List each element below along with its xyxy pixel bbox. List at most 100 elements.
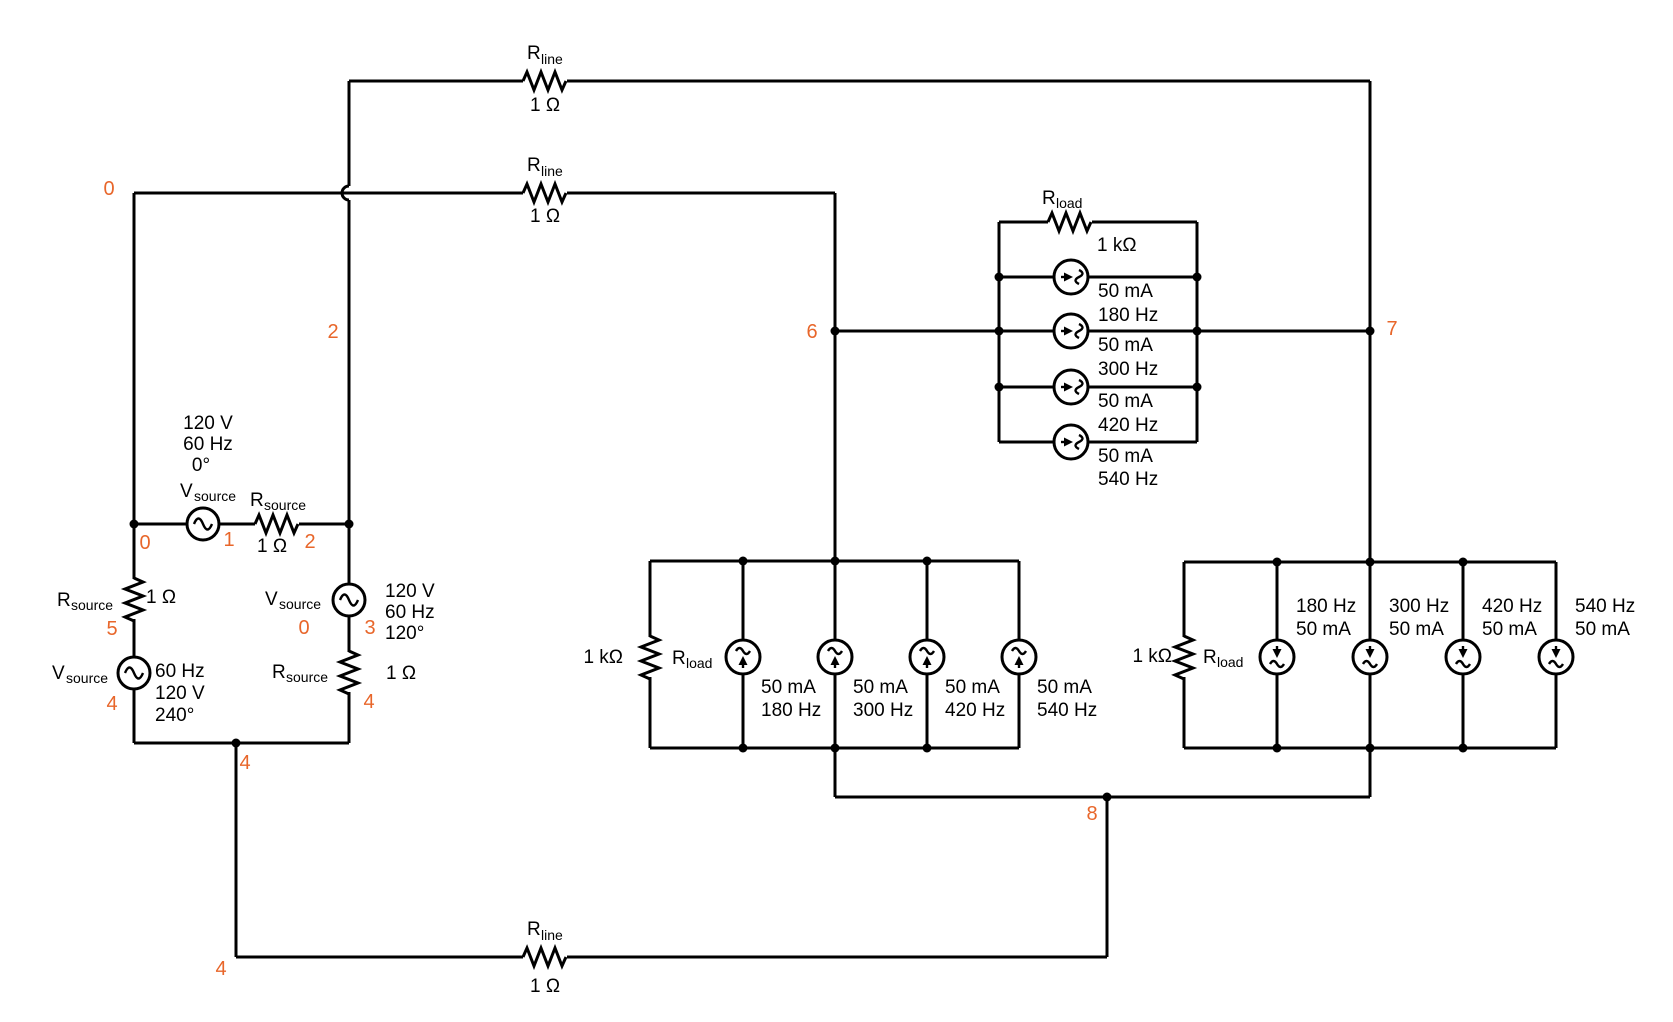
cs-mid-420-freq: 420 Hz [945, 700, 1005, 721]
phase-c-rsource-value: 1 Ω [146, 587, 176, 608]
phase-b-frequency: 60 Hz [385, 602, 435, 623]
node-4-junction: 4 [239, 752, 250, 774]
cs-right-540-current: 50 mA [1575, 619, 1630, 640]
r-source-phase-b-resistor [335, 649, 363, 696]
node-3: 3 [364, 617, 375, 639]
v-source-phase-a-icon [185, 506, 221, 542]
rload-top-sub: load [1056, 195, 1082, 211]
cs-right-300-freq: 300 Hz [1389, 596, 1449, 617]
phase-c-rsource-sub: source [71, 597, 113, 613]
cs-right-180-current: 50 mA [1296, 619, 1351, 640]
node-0-right: 0 [298, 617, 309, 639]
cs-mid-180-current: 50 mA [761, 677, 816, 698]
current-source-up-arrow-icons [724, 638, 1038, 676]
r-source-phase-a-resistor [253, 510, 300, 538]
phase-b-rsource-label: R [272, 662, 286, 683]
node-4-left: 4 [106, 693, 117, 715]
node-6: 6 [806, 321, 817, 343]
v-source-phase-b-icon [331, 582, 367, 618]
rload-right-sub: load [1217, 654, 1243, 670]
phase-c-rsource-label: R [57, 590, 71, 611]
r-line-bottom-label: R [527, 919, 541, 940]
v-source-phase-c-icon [116, 655, 152, 691]
node-1-branch: 1 [223, 529, 234, 551]
wires [132, 79, 1372, 959]
phase-a-vsource-sub: source [194, 488, 236, 504]
node-2-branch: 2 [304, 531, 315, 553]
r-line-mid-resistor [521, 179, 568, 207]
phase-b-vsource-label: V [265, 589, 278, 610]
phase-a-rsource-label: R [250, 490, 264, 511]
r-line-bottom-sub: line [541, 927, 563, 943]
wire-hop-crossover [340, 184, 350, 202]
rload-mid-sub: load [686, 655, 712, 671]
node-0-topleft: 0 [103, 178, 114, 200]
rload-mid-value: 1 kΩ [583, 647, 623, 668]
cs-top-540-freq: 540 Hz [1098, 469, 1158, 490]
cs-right-540-freq: 540 Hz [1575, 596, 1635, 617]
phase-b-rsource-value: 1 Ω [386, 663, 416, 684]
cs-top-180-freq: 180 Hz [1098, 305, 1158, 326]
cs-top-540-current: 50 mA [1098, 446, 1153, 467]
r-line-top-sub: line [541, 51, 563, 67]
node-0-branch: 0 [139, 532, 150, 554]
node-4-right: 4 [363, 691, 374, 713]
r-load-mid-resistor [636, 634, 664, 681]
cs-right-420-freq: 420 Hz [1482, 596, 1542, 617]
r-source-phase-c-resistor [120, 576, 148, 623]
phase-c-vsource-sub: source [66, 670, 108, 686]
node-4-bottom: 4 [215, 958, 226, 980]
phase-b-rsource-sub: source [286, 669, 328, 685]
r-line-bottom-resistor [521, 943, 568, 971]
phase-c-vsource-label: V [52, 663, 65, 684]
node-number-labels: 0 2 0 1 2 5 4 0 3 4 4 4 6 7 8 [103, 178, 1397, 980]
phase-a-vsource-label: V [180, 481, 193, 502]
cs-right-300-current: 50 mA [1389, 619, 1444, 640]
current-source-right-arrow-icons [1052, 258, 1090, 461]
r-line-mid-value: 1 Ω [530, 206, 560, 227]
r-load-right-resistor [1170, 634, 1198, 681]
cs-mid-540-freq: 540 Hz [1037, 700, 1097, 721]
r-line-top-label: R [527, 43, 541, 64]
component-labels: R line 1 Ω R line 1 Ω R line 1 Ω 120 V 6… [52, 43, 1635, 997]
cs-mid-420-current: 50 mA [945, 677, 1000, 698]
rload-top-value: 1 kΩ [1097, 235, 1137, 256]
cs-top-420-current: 50 mA [1098, 391, 1153, 412]
cs-top-180-current: 50 mA [1098, 281, 1153, 302]
r-line-bottom-value: 1 Ω [530, 976, 560, 997]
cs-mid-540-current: 50 mA [1037, 677, 1092, 698]
cs-top-300-current: 50 mA [1098, 335, 1153, 356]
phase-a-angle: 0° [192, 455, 210, 476]
phase-a-voltage: 120 V [183, 413, 233, 434]
cs-mid-300-freq: 300 Hz [853, 700, 913, 721]
rload-mid-label: R [672, 648, 686, 669]
current-source-down-arrow-icons [1258, 638, 1575, 676]
rload-right-label: R [1203, 647, 1217, 668]
phase-c-voltage: 120 V [155, 683, 205, 704]
r-load-top-resistor [1046, 208, 1093, 236]
r-line-mid-sub: line [541, 163, 563, 179]
voltage-sources [116, 506, 367, 691]
phase-b-voltage: 120 V [385, 581, 435, 602]
r-line-mid-label: R [527, 155, 541, 176]
phase-b-vsource-sub: source [279, 596, 321, 612]
cs-mid-300-current: 50 mA [853, 677, 908, 698]
phase-a-rsource-value: 1 Ω [257, 536, 287, 557]
node-2-rail: 2 [327, 321, 338, 343]
cs-top-420-freq: 420 Hz [1098, 415, 1158, 436]
r-line-top-value: 1 Ω [530, 95, 560, 116]
phase-a-frequency: 60 Hz [183, 434, 233, 455]
sine-icon [123, 666, 145, 680]
node-8: 8 [1086, 803, 1097, 825]
cs-right-420-current: 50 mA [1482, 619, 1537, 640]
sine-icon [192, 517, 214, 531]
phase-c-angle: 240° [155, 705, 194, 726]
cs-mid-180-freq: 180 Hz [761, 700, 821, 721]
cs-top-300-freq: 300 Hz [1098, 359, 1158, 380]
cs-right-180-freq: 180 Hz [1296, 596, 1356, 617]
sine-icon [338, 593, 360, 607]
resistors [120, 67, 1198, 971]
phase-c-frequency: 60 Hz [155, 661, 205, 682]
node-7: 7 [1386, 318, 1397, 340]
